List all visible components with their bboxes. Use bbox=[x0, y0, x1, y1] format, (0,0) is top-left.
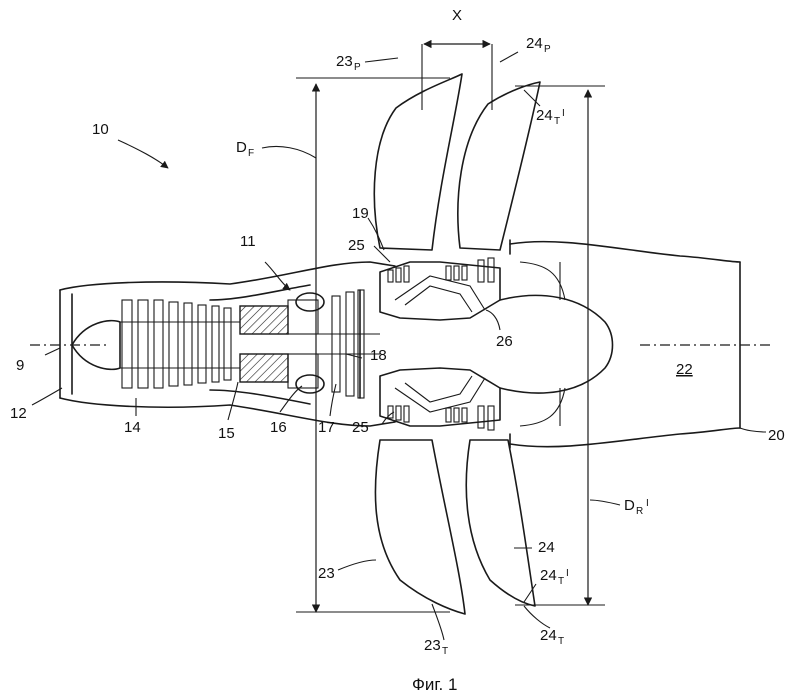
label-df-sub: F bbox=[248, 148, 254, 159]
label-dr-prime: D bbox=[624, 497, 635, 514]
label-22: 22 bbox=[676, 361, 693, 378]
label-25-bottom: 25 bbox=[352, 419, 369, 436]
label-dr-prime-sub: R bbox=[636, 506, 643, 517]
label-15: 15 bbox=[218, 425, 235, 442]
label-x: X bbox=[452, 7, 462, 24]
label-24t-prime-bottom-sub: T bbox=[558, 576, 564, 587]
label-14: 14 bbox=[124, 419, 141, 436]
label-10: 10 bbox=[92, 121, 109, 138]
label-24t-prime-top-mark: I bbox=[562, 108, 565, 119]
label-9: 9 bbox=[16, 357, 24, 374]
label-df: D bbox=[236, 139, 247, 156]
label-25-top: 25 bbox=[348, 237, 365, 254]
nacelle bbox=[59, 261, 396, 427]
compressor-blades bbox=[120, 299, 240, 389]
label-16: 16 bbox=[270, 419, 287, 436]
power-turbine-upper bbox=[379, 257, 501, 321]
label-24: 24 bbox=[538, 539, 555, 556]
rear-nacelle bbox=[499, 239, 741, 449]
label-19: 19 bbox=[352, 205, 369, 222]
label-24t-prime-bottom: 24 bbox=[540, 567, 557, 584]
label-24t-prime-bottom-mark: I bbox=[566, 568, 569, 579]
figure-caption: Фиг. 1 bbox=[412, 675, 457, 694]
power-turbine-lower bbox=[379, 367, 501, 431]
label-23: 23 bbox=[318, 565, 335, 582]
label-12: 12 bbox=[10, 405, 27, 422]
label-24t: 24 bbox=[540, 627, 557, 644]
label-24t-prime-top-sub: T bbox=[554, 116, 560, 127]
intake-cone bbox=[71, 319, 121, 371]
reference-labels: X 23 P 24 P 24 T I 10 D F 19 11 25 18 26… bbox=[10, 7, 785, 657]
label-23p: 23 bbox=[336, 53, 353, 70]
combustor bbox=[239, 292, 380, 394]
label-24p: 24 bbox=[526, 35, 543, 52]
label-24t-prime-top: 24 bbox=[536, 107, 553, 124]
dimension-lines bbox=[296, 39, 605, 613]
label-26: 26 bbox=[496, 333, 513, 350]
label-17: 17 bbox=[318, 419, 335, 436]
label-23t: 23 bbox=[424, 637, 441, 654]
label-18: 18 bbox=[370, 347, 387, 364]
label-23p-sub: P bbox=[354, 62, 361, 73]
label-20: 20 bbox=[768, 427, 785, 444]
label-24p-sub: P bbox=[544, 44, 551, 55]
front-propeller bbox=[373, 73, 466, 615]
leader-lines bbox=[31, 51, 767, 641]
turbine bbox=[331, 289, 365, 399]
label-11: 11 bbox=[240, 233, 256, 250]
label-23t-sub: T bbox=[442, 646, 448, 657]
label-24t-sub: T bbox=[558, 636, 564, 647]
label-dr-prime-mark: I bbox=[646, 498, 649, 509]
